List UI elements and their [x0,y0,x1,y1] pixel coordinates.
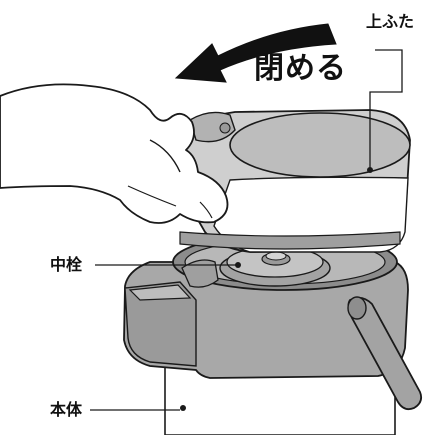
lid [165,109,411,253]
lid-label: 上ふた [366,12,415,31]
curved-arrow-left-icon [174,23,337,83]
inner-plug-label: 中栓 [50,255,83,274]
leader-lines [90,49,403,411]
action-label: 閉める [254,51,347,86]
body-label: 本体 [50,400,83,419]
hand-illustration [0,83,229,224]
pot-handle [347,296,423,411]
